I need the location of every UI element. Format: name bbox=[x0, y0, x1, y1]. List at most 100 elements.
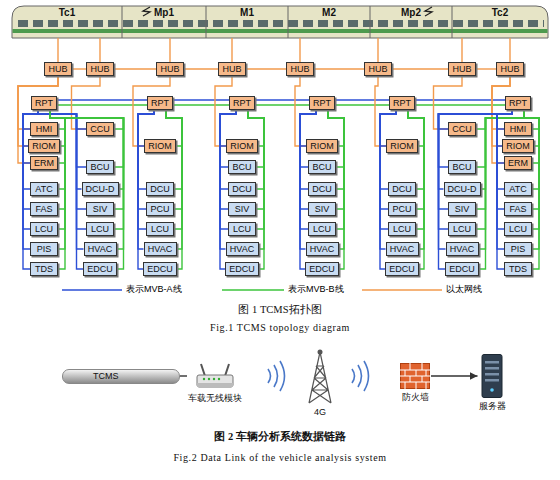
device-box: FAS bbox=[30, 202, 58, 216]
node-label: HMI bbox=[510, 123, 527, 135]
train-stripe bbox=[13, 29, 548, 33]
tower-lattice bbox=[309, 352, 331, 403]
device-box: DCU bbox=[308, 182, 336, 196]
device-box: SIV bbox=[308, 202, 336, 216]
connector bbox=[439, 110, 513, 249]
tower-top bbox=[318, 350, 323, 355]
node-label: LCU bbox=[91, 223, 109, 235]
node-label: RPT bbox=[35, 97, 53, 109]
device-box: EDCU bbox=[143, 262, 177, 276]
caption-text: 图 1 TCMS拓扑图 bbox=[0, 303, 560, 317]
legend-line bbox=[362, 289, 442, 291]
antenna bbox=[201, 364, 229, 376]
connector bbox=[50, 110, 124, 229]
device-box: RIOM bbox=[144, 139, 176, 153]
legend-item: 表示MVB-A线 bbox=[62, 283, 182, 295]
node-label: EDCU bbox=[147, 263, 173, 275]
caption-text: Fig.1 TCMS topology diagram bbox=[0, 322, 560, 333]
router-drawing bbox=[197, 364, 233, 387]
connector bbox=[50, 110, 124, 269]
connector bbox=[314, 68, 364, 69]
device-box: DCU bbox=[146, 182, 174, 196]
node-label: HVAC bbox=[88, 243, 112, 255]
legend-line bbox=[222, 289, 284, 291]
node-label: RIOM bbox=[506, 140, 530, 152]
connector bbox=[509, 38, 510, 62]
firewall-drawing bbox=[400, 363, 430, 389]
node-label: RPT bbox=[151, 97, 169, 109]
device-box: EDCU bbox=[225, 262, 259, 276]
node-label: HUB bbox=[290, 63, 309, 75]
node-label: PIS bbox=[37, 243, 52, 255]
firewall-body bbox=[401, 364, 430, 389]
device-box: HVAC bbox=[386, 242, 419, 256]
train-windows bbox=[16, 19, 544, 27]
connector bbox=[18, 76, 58, 163]
device-box: LCU bbox=[228, 222, 256, 236]
node-label: EDCU bbox=[87, 263, 113, 275]
router-body bbox=[197, 375, 233, 387]
device-box: ERM bbox=[30, 156, 58, 170]
device-box: EDCU bbox=[385, 262, 419, 276]
node-label: EDCU bbox=[229, 263, 255, 275]
train-body bbox=[12, 6, 548, 38]
connector bbox=[392, 68, 448, 69]
device-box: HVAC bbox=[446, 242, 479, 256]
device-box: EDCU bbox=[445, 262, 479, 276]
node-label: HMI bbox=[36, 123, 53, 135]
device-box: EDCU bbox=[83, 262, 117, 276]
connector bbox=[215, 76, 232, 146]
train-car: M1 bbox=[206, 6, 288, 38]
device-box: TDS bbox=[30, 262, 58, 276]
network-device: 车载无线模块 bbox=[187, 362, 243, 404]
hub-box: HUB bbox=[496, 62, 524, 76]
node-label: LCU bbox=[453, 223, 471, 235]
device-label: 车载无线模块 bbox=[188, 393, 242, 404]
device-box: FAS bbox=[504, 202, 532, 216]
node-label: EDCU bbox=[309, 263, 335, 275]
wave bbox=[268, 361, 285, 391]
connector bbox=[50, 110, 124, 209]
legend-item: 以太网线 bbox=[362, 283, 482, 295]
device-label: 4G bbox=[314, 407, 326, 418]
device-label: 防火墙 bbox=[402, 392, 429, 403]
device-box: TDS bbox=[504, 262, 532, 276]
node-label: HUB bbox=[368, 63, 387, 75]
node-label: HUB bbox=[48, 63, 67, 75]
wave bbox=[352, 361, 369, 391]
node-label: Tc1 bbox=[59, 7, 76, 18]
connector bbox=[476, 68, 496, 69]
connector bbox=[255, 104, 309, 105]
hub-box: HUB bbox=[364, 62, 392, 76]
repeater-box: RPT bbox=[31, 96, 57, 110]
node-label: HVAC bbox=[390, 243, 414, 255]
node-label: DCU-D bbox=[86, 183, 115, 195]
device-box: SIV bbox=[448, 202, 476, 216]
device-box: LCU bbox=[448, 222, 476, 236]
connector bbox=[335, 104, 389, 105]
node-label: RIOM bbox=[32, 140, 56, 152]
device-box: BCU bbox=[228, 160, 256, 174]
node-label: DCU bbox=[392, 183, 412, 195]
device-box: BCU bbox=[308, 160, 336, 174]
led bbox=[213, 378, 215, 380]
node-label: RIOM bbox=[148, 140, 172, 152]
device-box: HMI bbox=[30, 122, 58, 136]
tower-icon bbox=[305, 348, 335, 404]
device-box: CCU bbox=[448, 122, 476, 136]
connector bbox=[439, 110, 513, 229]
node-label: ERM bbox=[34, 157, 54, 169]
device-box: PIS bbox=[504, 242, 532, 256]
connector bbox=[99, 38, 100, 62]
node-label: RPT bbox=[313, 97, 331, 109]
train-car: Mp1 bbox=[122, 6, 206, 38]
legend-line bbox=[62, 289, 122, 291]
legend-sample bbox=[62, 285, 122, 295]
connector bbox=[50, 110, 124, 249]
server-slot bbox=[485, 367, 499, 370]
device-box: DCU-D bbox=[444, 182, 481, 196]
network-device: 防火墙 bbox=[399, 363, 431, 403]
node-label: DCU bbox=[312, 183, 332, 195]
device-box: HVAC bbox=[144, 242, 177, 256]
